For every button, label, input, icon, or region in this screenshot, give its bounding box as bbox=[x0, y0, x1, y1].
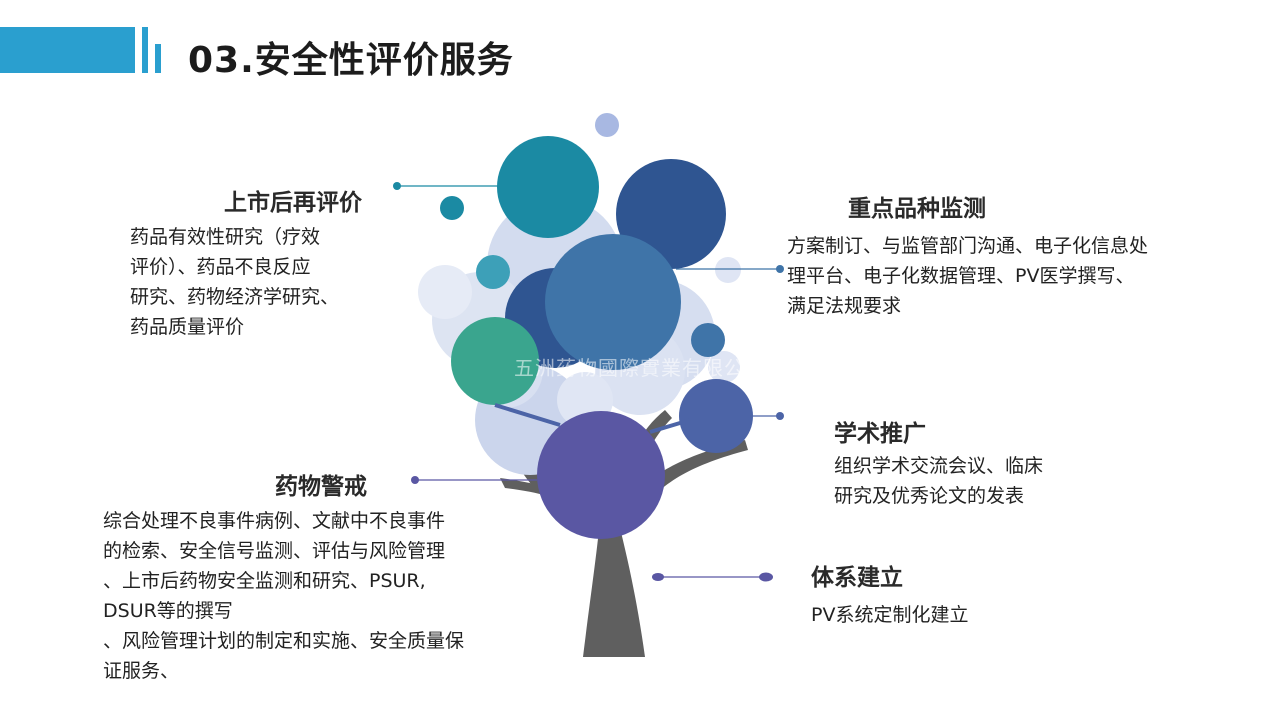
header-accent-tick bbox=[142, 27, 148, 73]
watermark-text: 五洲药物國際實業有限公司 bbox=[514, 356, 766, 380]
leader-line-key-monitoring bbox=[676, 265, 784, 273]
academic-desc: 组织学术交流会议、临床 研究及优秀论文的发表 bbox=[834, 451, 1114, 511]
circle-steel-center bbox=[545, 234, 681, 370]
desc-line: 的检索、安全信号监测、评估与风险管理 bbox=[103, 540, 446, 562]
header-accent-tick-small bbox=[155, 44, 161, 73]
desc-line: 证服务、 bbox=[103, 660, 180, 682]
canopy-connectors bbox=[494, 403, 691, 434]
desc-line: PV系统定制化建立 bbox=[811, 604, 969, 626]
system-desc: PV系统定制化建立 bbox=[811, 600, 1071, 630]
circle-teal-large bbox=[497, 136, 599, 238]
desc-line: 组织学术交流会议、临床 bbox=[834, 455, 1044, 477]
system-title: 体系建立 bbox=[811, 565, 903, 591]
circle-indigo bbox=[679, 379, 753, 453]
desc-line: 方案制订、与监管部门沟通、电子化信息处 bbox=[787, 235, 1149, 257]
post-market-title: 上市后再评价 bbox=[224, 190, 362, 216]
desc-line: 评价）、药品不良反应 bbox=[130, 256, 311, 278]
circle-teal-tiny bbox=[476, 255, 510, 289]
desc-line: 、上市后药物安全监测和研究、PSUR, bbox=[103, 570, 426, 592]
circle-purple-large bbox=[537, 411, 665, 539]
post-market-desc: 药品有效性研究（疗效 评价）、药品不良反应 研究、药物经济学研究、 药品质量评价 bbox=[130, 222, 390, 342]
desc-line: DSUR等的撰写 bbox=[103, 600, 233, 622]
desc-line: 研究及优秀论文的发表 bbox=[834, 485, 1025, 507]
leader-line-pharmacovigilance bbox=[411, 476, 537, 484]
circle-steel-small bbox=[691, 323, 725, 357]
header-accent-bar bbox=[0, 27, 135, 73]
circle-light-blue bbox=[595, 113, 619, 137]
desc-line: 、风险管理计划的制定和实施、安全质量保 bbox=[103, 630, 465, 652]
circle-green bbox=[451, 317, 539, 405]
leader-line-system bbox=[652, 572, 773, 582]
desc-line: 综合处理不良事件病例、文献中不良事件 bbox=[103, 510, 446, 532]
desc-line: 研究、药物经济学研究、 bbox=[130, 286, 340, 308]
leader-line-academic bbox=[752, 412, 784, 420]
desc-line: 药品有效性研究（疗效 bbox=[130, 226, 321, 248]
circle-teal-small bbox=[440, 196, 464, 220]
key-monitoring-title: 重点品种监测 bbox=[848, 196, 986, 222]
pharmacovigilance-desc: 综合处理不良事件病例、文献中不良事件 的检索、安全信号监测、评估与风险管理 、上… bbox=[103, 506, 533, 686]
desc-line: 药品质量评价 bbox=[130, 316, 245, 338]
pharmacovigilance-title: 药物警戒 bbox=[275, 474, 367, 500]
leader-line-post-market bbox=[393, 182, 498, 190]
page-title: 03.安全性评价服务 bbox=[188, 40, 514, 81]
desc-line: 满足法规要求 bbox=[787, 295, 902, 317]
key-monitoring-desc: 方案制订、与监管部门沟通、电子化信息处 理平台、电子化数据管理、PV医学撰写、 … bbox=[787, 231, 1247, 321]
desc-line: 理平台、电子化数据管理、PV医学撰写、 bbox=[787, 265, 1135, 287]
academic-title: 学术推广 bbox=[834, 421, 926, 447]
